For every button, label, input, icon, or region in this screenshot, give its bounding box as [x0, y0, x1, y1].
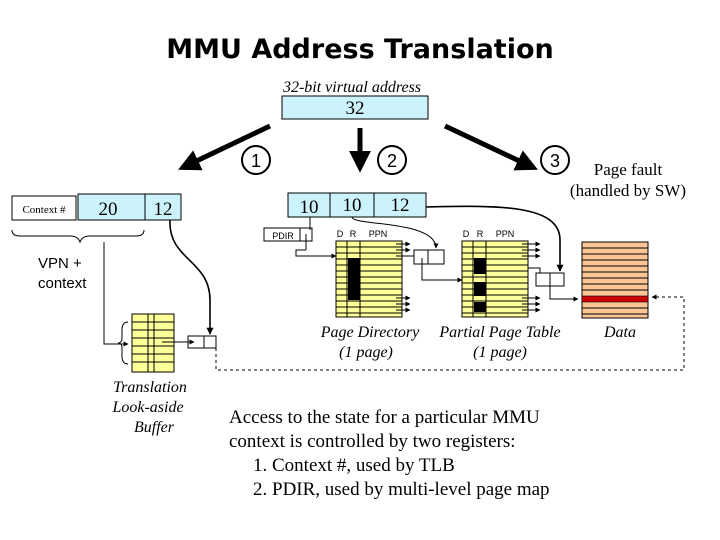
- tlb-table: [131, 313, 175, 373]
- virtual-address-box: [281, 95, 429, 120]
- virtual-address-caption: 32-bit virtual address: [282, 79, 421, 96]
- page-fault-label: Page fault: [594, 160, 663, 179]
- page-table-col-ppn: PPN: [496, 229, 515, 239]
- data-selected-word: [581, 295, 649, 303]
- directory-col-d: D: [337, 229, 344, 239]
- page-fault-sublabel: (handled by SW): [570, 181, 686, 200]
- tlb-to-data-dashed-arrow: [215, 294, 685, 371]
- vpn-context-label: context: [38, 275, 87, 292]
- tlb-caption-line3: Buffer: [134, 419, 175, 436]
- step-3-marker: [540, 145, 570, 175]
- step-1-label: 1: [251, 151, 261, 171]
- note-line-2: context is controlled by two registers:: [229, 431, 516, 452]
- vpn-label: VPN +: [38, 255, 82, 272]
- dir-index-field: [287, 192, 331, 218]
- page-table-entry-arrows: [522, 241, 541, 313]
- step-3-label: 3: [550, 151, 560, 171]
- note-item-1: 1. Context #, used by TLB: [253, 455, 455, 476]
- page-table-address-box: [413, 249, 445, 265]
- page-offset-field: [373, 192, 427, 218]
- table-index-field: [329, 192, 375, 218]
- vpn-to-tlb-line: [103, 242, 129, 347]
- page-table-col-d: D: [463, 229, 470, 239]
- tlb-offset-bits: 12: [154, 199, 173, 220]
- page-table-caption: Partial Page Table: [438, 324, 560, 341]
- directory-col-ppn: PPN: [369, 229, 388, 239]
- page-directory-size: (1 page): [339, 344, 393, 361]
- note-item-2: 2. PDIR, used by multi-level page map: [253, 479, 550, 500]
- pdir-label: PDIR: [272, 231, 294, 241]
- directory-entry-arrows: [396, 241, 419, 313]
- tlb-offset-arrow: [169, 219, 214, 335]
- table-index-bits: 10: [343, 195, 362, 216]
- context-register-label: Context #: [22, 204, 66, 216]
- tlb-vpn-bits: 20: [99, 199, 118, 220]
- path-3-arrow: [443, 123, 538, 171]
- note-line-1: Access to the state for a particular MMU: [229, 407, 540, 428]
- path-1-arrow: [178, 123, 272, 171]
- step-1-marker: [241, 145, 271, 175]
- physical-to-data-arrow: [549, 286, 579, 302]
- page-title: MMU Address Translation: [166, 34, 553, 65]
- page-offset-arrow: [425, 205, 564, 272]
- tlb-offset-field: [144, 193, 182, 221]
- page-offset-bits: 12: [391, 195, 410, 216]
- context-register: [11, 195, 77, 221]
- step-2-marker: [377, 145, 407, 175]
- data-caption: Data: [603, 324, 636, 341]
- step-2-label: 2: [387, 151, 397, 171]
- tlb-brace: [117, 321, 129, 365]
- tlb-caption-line1: Translation: [113, 379, 187, 396]
- page-table-size: (1 page): [473, 344, 527, 361]
- page-directory-table: [335, 240, 403, 318]
- page-directory-caption: Page Directory: [320, 324, 420, 341]
- virtual-address-bits: 32: [346, 98, 365, 119]
- pdir-to-directory-arrow: [295, 249, 337, 259]
- vpn-context-brace: [11, 229, 145, 244]
- partial-page-table: [461, 240, 529, 318]
- tlb-caption-line2: Look-aside: [111, 399, 183, 416]
- page-table-col-r: R: [477, 229, 484, 239]
- dir-index-bits: 10: [300, 197, 319, 218]
- directory-col-r: R: [350, 229, 357, 239]
- address-to-page-table-arrow: [421, 258, 463, 283]
- table-index-arrow: [351, 216, 439, 249]
- data-page: [581, 241, 649, 319]
